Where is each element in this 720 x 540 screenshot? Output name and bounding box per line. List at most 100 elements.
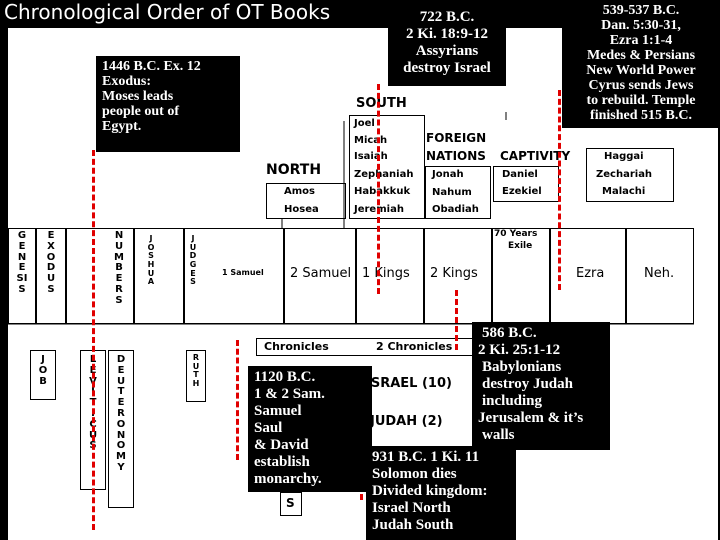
israel-label: ISRAEL (10) [366, 376, 452, 391]
postexile-prophets-box [586, 148, 674, 202]
prophet-obadiah: Obadiah [432, 204, 479, 215]
book-genesis [8, 228, 36, 324]
slide-title: Chronological Order of OT Books [4, 0, 331, 24]
note-722-line-3: Assyrians [415, 43, 479, 59]
prophet-micah: Micah [354, 135, 388, 146]
note-539-line-2: Dan. 5:30-31, [601, 18, 681, 33]
note-539-line-5: New World Power [586, 63, 696, 78]
note-1120-line-2: 1 & 2 Sam. [254, 386, 325, 402]
book-job [30, 350, 56, 400]
note-1120-line-5: & David [254, 437, 309, 453]
note-586-line-3: Babylonians [482, 359, 562, 375]
note-539-line-1: 539-537 B.C. [602, 3, 680, 18]
note-exodus-line-5: Egypt. [102, 119, 142, 134]
south-heading: SOUTH [356, 96, 407, 111]
prophet-hosea: Hosea [284, 204, 319, 215]
book-ruth [186, 350, 206, 402]
book-1-samuel-label: 1 Samuel [222, 268, 264, 277]
note-1120: 1120 B.C. 1 & 2 Sam. Samuel Saul & David… [248, 366, 372, 492]
book-2-kings [424, 228, 492, 324]
prophet-malachi: Malachi [602, 186, 646, 197]
captivity-prophets-box [493, 166, 559, 202]
marker-586 [455, 290, 458, 350]
marker-539 [558, 90, 561, 290]
psalms-box [280, 492, 302, 516]
note-586-line-4: destroy Judah [482, 376, 573, 392]
prophet-jonah: Jonah [432, 169, 464, 180]
psalms-label: S [286, 496, 295, 510]
book-2-samuel-label: 2 Samuel [290, 266, 352, 281]
note-1120-line-7: monarchy. [254, 471, 322, 487]
note-722: 722 B.C. 2 Ki. 18:9-12 Assyrians destroy… [388, 6, 506, 86]
prophet-zechariah: Zechariah [596, 169, 653, 180]
prophet-zephaniah: Zephaniah [354, 169, 414, 180]
book-1-kings [356, 228, 424, 324]
note-586-line-5: including [482, 393, 543, 409]
book-joshua [134, 228, 184, 324]
exile-label-1: 70 Years [494, 229, 538, 239]
note-539-line-7: to rebuild. Temple [586, 93, 696, 108]
note-539-line-3: Ezra 1:1-4 [609, 33, 673, 48]
book-1-chronicles-label: Chronicles [264, 340, 329, 353]
prophet-daniel: Daniel [502, 169, 538, 180]
note-exodus-line-1: 1446 B.C. Ex. 12 [102, 59, 201, 74]
note-586-line-1: 586 B.C. [482, 325, 537, 341]
judah-label: JUDAH (2) [370, 414, 443, 429]
note-586-line-6: Jerusalem & it’s [478, 410, 584, 426]
note-586-line-7: walls [482, 427, 515, 443]
book-ezra [550, 228, 626, 324]
note-722-line-1: 722 B.C. [419, 9, 475, 25]
book-1-kings-label: 1 Kings [362, 266, 410, 281]
prophet-habakkuk: Habakkuk [354, 186, 411, 197]
prophet-ezekiel: Ezekiel [502, 186, 542, 197]
note-exodus-line-3: Moses leads [102, 89, 174, 104]
north-prophets-box [266, 183, 346, 219]
prophet-haggai: Haggai [604, 151, 644, 162]
book-2-chronicles-label: 2 Chronicles [376, 340, 453, 353]
prophet-nahum: Nahum [432, 187, 472, 198]
note-931: 931 B.C. 1 Ki. 11 Solomon dies Divided k… [366, 446, 516, 540]
book-numbers [66, 228, 134, 324]
note-1120-line-4: Saul [254, 420, 283, 436]
book-nehemiah [626, 228, 694, 324]
book-nehemiah-label: Neh. [644, 266, 675, 281]
note-586: 586 B.C. 2 Ki. 25:1-12 Babylonians destr… [472, 322, 610, 450]
prophet-joel: Joel [354, 118, 375, 129]
note-exodus: 1446 B.C. Ex. 12 Exodus: Moses leads peo… [96, 56, 240, 152]
book-ezra-label: Ezra [576, 266, 605, 281]
captivity-heading: CAPTIVITY [500, 149, 571, 163]
note-1120-line-6: establish [254, 454, 310, 470]
note-539: 539-537 B.C. Dan. 5:30-31, Ezra 1:1-4 Me… [562, 0, 720, 128]
note-722-line-2: 2 Ki. 18:9-12 [405, 26, 489, 42]
note-1120-line-1: 1120 B.C. [254, 369, 316, 385]
note-1120-line-3: Samuel [254, 403, 302, 419]
note-931-line-1: 931 B.C. 1 Ki. 11 [372, 449, 480, 465]
book-exodus [36, 228, 66, 324]
north-heading: NORTH [266, 162, 322, 178]
note-exodus-line-4: people out of [102, 104, 179, 119]
book-deuteronomy [108, 350, 134, 508]
marker-722 [377, 84, 380, 294]
exile-label-2: Exile [508, 241, 533, 251]
marker-1120 [236, 340, 239, 460]
note-931-line-3: Divided kingdom: [372, 483, 488, 499]
note-931-line-4: Israel North [372, 500, 451, 516]
note-931-line-5: Judah South [372, 517, 454, 533]
south-prophets-box [349, 115, 425, 219]
prophet-amos: Amos [284, 186, 315, 197]
book-2-kings-label: 2 Kings [430, 266, 478, 281]
note-586-line-2: 2 Ki. 25:1-12 [478, 342, 561, 358]
book-judges [184, 228, 284, 324]
prophet-isaiah: Isaiah [354, 151, 388, 162]
exile-period [492, 228, 550, 324]
note-539-line-8: finished 515 B.C. [590, 108, 692, 123]
note-722-line-4: destroy Israel [403, 60, 491, 76]
note-931-line-2: Solomon dies [372, 466, 457, 482]
